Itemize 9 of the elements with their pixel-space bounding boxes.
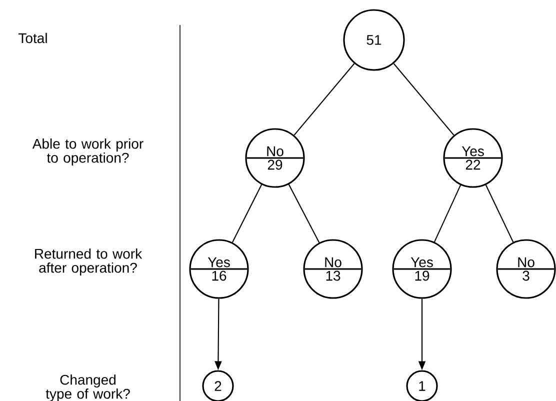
row-label: Able to work prior to operation? <box>32 138 144 166</box>
connector-line <box>434 184 462 242</box>
connector-line <box>294 63 355 136</box>
row-label: Total <box>18 32 47 44</box>
connector-line <box>288 184 320 243</box>
connector-line <box>393 63 454 136</box>
connector-line <box>485 184 514 242</box>
connector-line <box>232 184 262 243</box>
row-label: Returned to work after operation? <box>35 248 142 276</box>
